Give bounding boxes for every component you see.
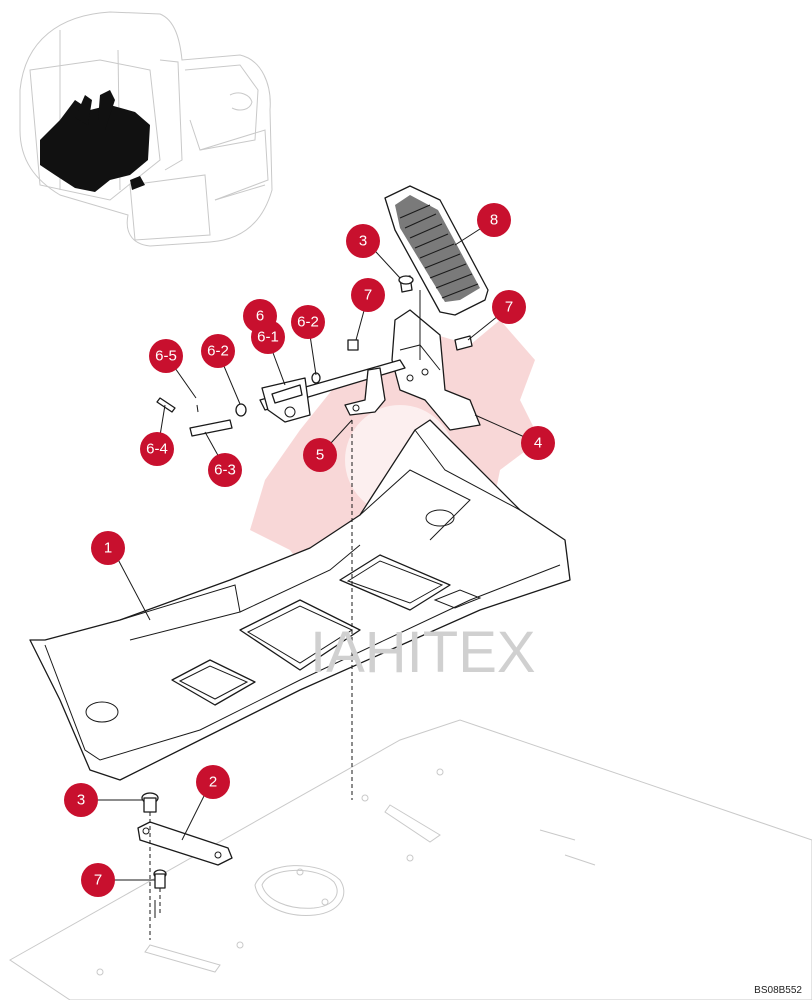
alignment-lines <box>149 420 353 940</box>
callout-3-lower: 3 <box>64 783 98 817</box>
svg-text:6-2: 6-2 <box>207 343 229 360</box>
callout-3: 3 <box>346 224 380 258</box>
part-1-floor-console <box>29 419 571 781</box>
svg-text:6: 6 <box>256 308 264 325</box>
svg-text:6-2: 6-2 <box>297 314 319 331</box>
callout-7-lower: 7 <box>81 863 115 897</box>
svg-text:3: 3 <box>359 233 367 250</box>
part-6-4-pin <box>156 397 176 413</box>
drawing-code: BS08B552 <box>754 985 802 996</box>
svg-text:6-3: 6-3 <box>214 462 236 479</box>
part-5-bracket <box>344 367 386 416</box>
svg-text:3: 3 <box>77 792 85 809</box>
callout-6-4: 6-4 <box>140 432 174 466</box>
part-6-5-clip <box>196 404 199 413</box>
callouts: 1 2 3 3 4 5 6 6-1 6-2 6-2 6-3 6-4 6-5 7 … <box>64 203 555 897</box>
callout-1: 1 <box>91 531 125 565</box>
part-6-2-collar <box>235 403 247 417</box>
callout-6-1: 6-1 <box>251 320 285 354</box>
svg-text:4: 4 <box>534 435 542 452</box>
svg-text:6-1: 6-1 <box>257 329 279 346</box>
callout-5: 5 <box>303 438 337 472</box>
callout-4: 4 <box>521 426 555 460</box>
svg-text:7: 7 <box>505 299 513 316</box>
svg-text:2: 2 <box>209 774 217 791</box>
bolts <box>141 275 473 889</box>
floor-plate <box>9 719 812 1000</box>
svg-text:5: 5 <box>316 447 324 464</box>
callout-6-3: 6-3 <box>208 453 242 487</box>
svg-text:8: 8 <box>490 212 498 229</box>
part-8-pedal <box>384 185 489 316</box>
cab-inset-illustration <box>19 11 273 247</box>
callout-6-5: 6-5 <box>149 339 183 373</box>
small-hardware <box>156 372 321 437</box>
svg-text:6-4: 6-4 <box>146 441 168 458</box>
callout-7-center: 7 <box>351 278 385 312</box>
svg-text:7: 7 <box>94 872 102 889</box>
callout-2: 2 <box>196 765 230 799</box>
watermark-text: IAHITEX <box>310 620 536 685</box>
svg-text:1: 1 <box>104 540 112 557</box>
callout-8: 8 <box>477 203 511 237</box>
svg-text:6-5: 6-5 <box>155 348 177 365</box>
part-6-3-pin <box>189 419 233 437</box>
callout-6-2-left: 6-2 <box>201 334 235 368</box>
svg-text:7: 7 <box>364 287 372 304</box>
callout-7-right: 7 <box>492 290 526 324</box>
callout-6-2: 6-2 <box>291 305 325 339</box>
